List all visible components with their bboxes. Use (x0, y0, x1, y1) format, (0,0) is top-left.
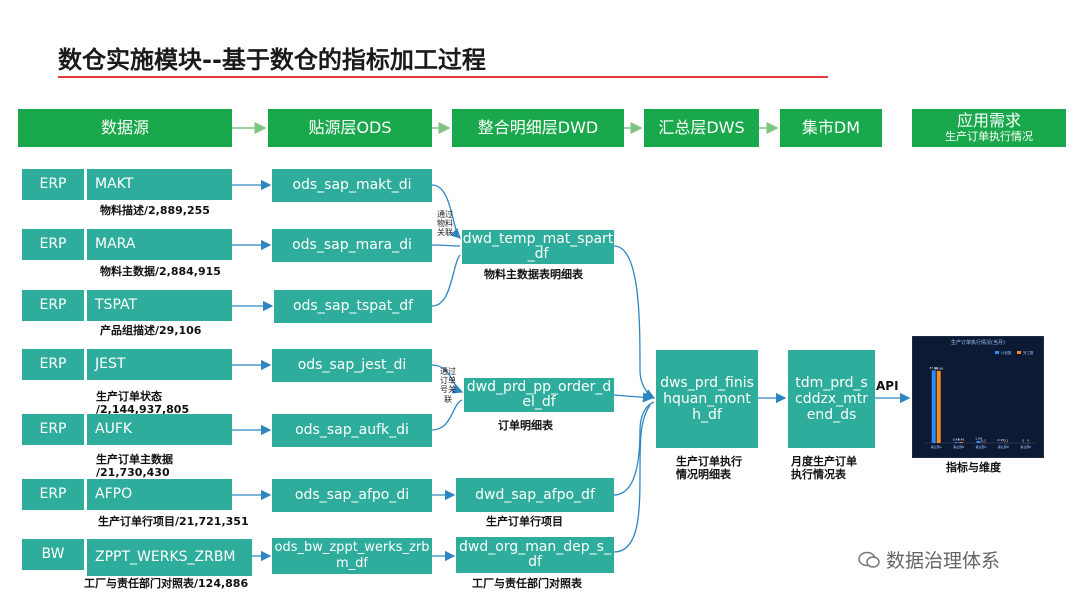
wechat-icon (858, 551, 880, 569)
dwd-node: dwd_org_man_dep_s_df (456, 537, 614, 573)
dwd-dws-curve (613, 245, 656, 399)
source-caption: 产品组描述/29,106 (100, 324, 202, 337)
bar (959, 442, 964, 443)
source-caption: 工厂与责任部门对照表/124,886 (84, 577, 249, 590)
header-dws: 汇总层DWS (644, 109, 759, 147)
source-system: ERP (22, 290, 84, 321)
chart-title: 生产订单执行情况(当月) (951, 340, 1005, 346)
ods-node: ods_sap_afpo_di (272, 479, 432, 512)
bar-value-label: 0 (1027, 439, 1029, 443)
ods-node: ods_bw_zppt_werks_zrbm_df (272, 538, 432, 574)
bar-value-label: 0.15 (998, 438, 1005, 442)
join-note-order: 通过订单号关联 (440, 367, 456, 404)
source-caption: 生产订单状态 /2,144,937,805 (96, 390, 190, 416)
header-ods: 贴源层ODS (268, 109, 432, 147)
source-table: MARA (87, 229, 232, 260)
category-label: 事业部C (975, 444, 986, 449)
bar-value-label: 1.04 (975, 436, 982, 440)
source-table: MAKT (87, 169, 232, 200)
source-system: ERP (22, 349, 84, 380)
legend-swatch (1017, 351, 1021, 354)
dwd-node: dwd_prd_pp_order_del_df (464, 378, 614, 412)
header-datasource: 数据源 (18, 109, 232, 147)
ods-node: ods_sap_aufk_di (272, 414, 432, 447)
ods-node: ods_sap_mara_di (272, 229, 432, 262)
bar-value-label: 0 (1022, 439, 1024, 443)
api-label: API (876, 379, 899, 393)
bar-value-label: 36.99 (934, 366, 943, 370)
page-title: 数仓实施模块--基于数仓的指标加工过程 (58, 46, 486, 74)
header-label: 贴源层ODS (308, 117, 392, 137)
legend-label: 计划数 (1001, 350, 1012, 355)
source-system: ERP (22, 229, 84, 260)
header-label: 整合明细层DWD (477, 117, 599, 137)
legend-label: 完工数 (1023, 350, 1034, 355)
header-label: 应用需求 (956, 110, 1021, 130)
bar (931, 370, 936, 443)
dm-caption: 月度生产订单 执行情况表 (791, 455, 857, 481)
dwd-caption: 物料主数据表明细表 (484, 268, 583, 281)
bar-value-label: 0.1 (1004, 438, 1009, 442)
dwd-node: dwd_sap_afpo_df (456, 478, 614, 512)
source-table: JEST (87, 349, 232, 380)
category-label: 事业部B (953, 444, 964, 449)
app-caption: 指标与维度 (946, 461, 1001, 474)
dwd-dws-arrow (613, 392, 654, 403)
category-label: 事业部A (931, 444, 943, 449)
bar-value-label: 0.1 (981, 438, 986, 442)
dwd-caption: 订单明细表 (498, 419, 553, 432)
legend-swatch (995, 351, 999, 354)
source-caption: 物料描述/2,889,255 (100, 204, 210, 217)
dwd-caption: 工厂与责任部门对照表 (472, 577, 582, 590)
source-table: AUFK (87, 414, 232, 445)
dwd-dws-curve (613, 404, 651, 553)
ods-dwd-curve (431, 254, 461, 307)
title-underline (58, 76, 828, 78)
source-table: AFPO (87, 479, 232, 510)
header-label: 数据源 (100, 117, 149, 137)
header-dwd: 整合明细层DWD (452, 109, 624, 147)
dwd-dws-curve (613, 401, 655, 496)
ods-dwd-curve (431, 399, 463, 431)
header-sublabel: 生产订单执行情况 (945, 130, 1033, 144)
bar (976, 440, 981, 443)
ods-node: ods_sap_tspat_df (274, 290, 432, 323)
dm-node: tdm_prd_scddzx_mtrend_ds (788, 350, 875, 448)
header-dm: 集市DM (780, 109, 882, 147)
source-system: BW (22, 539, 84, 570)
header-app: 应用需求 生产订单执行情况 (912, 109, 1066, 147)
bar-value-label: 0.43 (953, 438, 960, 442)
ods-dwd-curve (431, 364, 464, 394)
source-table: ZPPT_WERKS_ZRBM (87, 539, 252, 576)
watermark: 数据治理体系 (858, 546, 1000, 573)
dwd-node: dwd_temp_mat_spart_df (462, 230, 614, 264)
bar (954, 442, 959, 443)
source-system: ERP (22, 479, 84, 510)
ods-dwd-curve (431, 184, 461, 239)
header-label: 汇总层DWS (658, 117, 745, 137)
dwd-caption: 生产订单行项目 (486, 515, 563, 528)
dws-node: dws_prd_finishquan_month_df (656, 350, 758, 448)
source-caption: 生产订单行项目/21,721,351 (98, 515, 249, 528)
bar-value-label: 37.28 (929, 366, 938, 370)
source-table: TSPAT (87, 290, 232, 321)
source-caption: 物料主数据/2,884,915 (100, 265, 221, 278)
header-label: 集市DM (801, 117, 861, 137)
bar-value-label: 0.45 (958, 438, 965, 442)
ods-node: ods_sap_makt_di (272, 169, 432, 202)
ods-node: ods_sap_jest_di (272, 349, 432, 382)
dws-caption: 生产订单执行 情况明细表 (676, 455, 742, 481)
category-label: 事业部D (998, 444, 1010, 449)
ods-dwd-curve (431, 244, 461, 247)
source-caption: 生产订单主数据 /21,730,430 (96, 453, 173, 479)
source-system: ERP (22, 169, 84, 200)
join-note-material: 通过物料关联 (437, 210, 453, 238)
category-label: 事业部E (1020, 444, 1031, 449)
source-system: ERP (22, 414, 84, 445)
watermark-text: 数据治理体系 (886, 550, 1001, 572)
bar (936, 370, 941, 443)
